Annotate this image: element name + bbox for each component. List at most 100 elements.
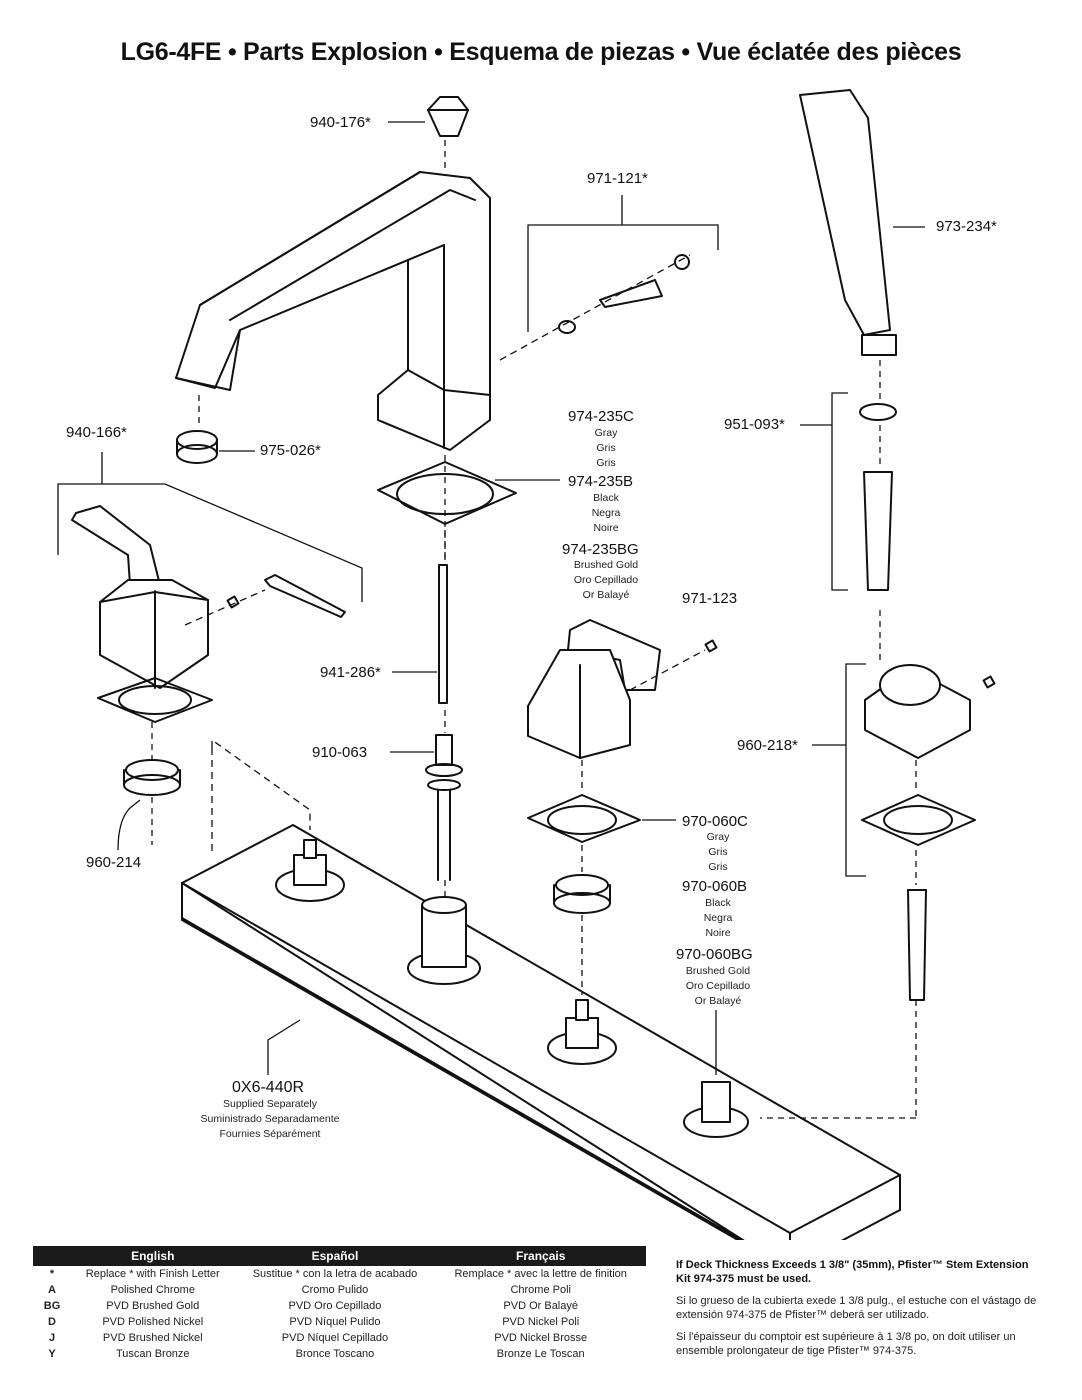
part-label-974-235B: 974-235B [568, 473, 634, 490]
right-bonnet-nut-icon [553, 874, 611, 914]
note-spanish: Si lo grueso de la cubierta exede 1 3/8 … [676, 1295, 1037, 1321]
part-label-970-060B-finish: Black Negra Noire [680, 896, 756, 941]
finish-french: Chrome Poli [510, 1284, 571, 1296]
finish-spanish: Bronce Toscano [295, 1348, 375, 1360]
finish-en: Brushed Gold [685, 965, 751, 977]
finish-en: Brushed Gold [573, 559, 639, 571]
finish-english: Replace * with Finish Letter [85, 1268, 220, 1280]
o-ring-icon [859, 403, 897, 421]
part-label-970-060BG-finish: Brushed Gold Oro Cepillado Or Balayé [668, 964, 768, 1009]
finish-code: A [48, 1284, 56, 1296]
table-row: A Polished Chrome Cromo Pulido Chrome Po… [33, 1282, 646, 1298]
table-row: J PVD Brushed Nickel PVD Níquel Cepillad… [33, 1330, 646, 1346]
left-handle-icon [71, 505, 209, 689]
left-valve-icon [275, 839, 345, 902]
finish-spanish: PVD Níquel Cepillado [281, 1332, 389, 1344]
finish-french: Bronze Le Toscan [496, 1348, 585, 1360]
finish-legend-table: English Español Français * Replace * wit… [33, 1246, 646, 1362]
part-label-941-286: 941-286* [320, 664, 381, 681]
finish-spanish: Cromo Pulido [301, 1284, 369, 1296]
part-label-951-093: 951-093* [724, 416, 785, 433]
finish-en: Black [593, 492, 619, 504]
part-label-0X6-440R-note: Supplied Separately Suministrado Separad… [180, 1097, 360, 1142]
finish-fr: Or Balayé [694, 995, 742, 1007]
finish-spanish: PVD Níquel Pulido [289, 1316, 381, 1328]
handshower-shank-icon [907, 889, 927, 1001]
center-valve-icon [407, 896, 481, 985]
finish-es: Gris [596, 442, 616, 454]
part-label-971-123: 971-123 [682, 590, 738, 607]
parts-explosion-diagram [57, 89, 996, 1240]
table-row: BG PVD Brushed Gold PVD Oro Cepillado PV… [33, 1298, 646, 1314]
note-english: If Deck Thickness Exceeds 1 3/8" (35mm),… [676, 1259, 1029, 1285]
finish-french: Remplace * avec la lettre de finition [454, 1268, 627, 1280]
table-row: * Replace * with Finish Letter Sustitue … [33, 1266, 646, 1282]
part-label-910-063: 910-063 [312, 744, 368, 761]
finish-english: Tuscan Bronze [115, 1348, 190, 1360]
handshower-valve-icon [683, 1081, 749, 1138]
finish-spanish: Sustitue * con la letra de acabado [252, 1268, 418, 1280]
stem-rod-icon [438, 564, 448, 704]
part-label-974-235B-finish: Black Negra Noire [566, 491, 646, 536]
right-flange-gasket-icon [527, 794, 641, 843]
finish-en: Gray [594, 427, 618, 439]
finish-english: Polished Chrome [110, 1284, 195, 1296]
legend-header-english: English [71, 1246, 235, 1266]
finish-fr: Noire [705, 927, 731, 939]
table-row: D PVD Polished Nickel PVD Níquel Pulido … [33, 1314, 646, 1330]
finish-es: Gris [708, 846, 728, 858]
left-allen-wrench-icon [226, 574, 346, 618]
deck-plate [181, 824, 901, 1240]
finish-fr: Gris [708, 861, 728, 873]
part-label-0X6-440R: 0X6-440R [232, 1079, 305, 1096]
part-label-970-060C: 970-060C [682, 813, 748, 830]
finish-fr: Gris [596, 457, 616, 469]
diverter-valve-icon [425, 734, 463, 881]
finish-french: PVD Or Balayé [503, 1300, 578, 1312]
left-bonnet-nut-icon [123, 759, 181, 796]
finish-es: Oro Cepillado [573, 574, 639, 586]
right-handle-icon [527, 619, 718, 759]
finish-es: Oro Cepillado [685, 980, 751, 992]
finish-es: Negra [703, 912, 733, 924]
finish-en: Gray [706, 831, 730, 843]
note-es: Suministrado Separadamente [200, 1113, 340, 1125]
finish-english: PVD Brushed Gold [106, 1300, 200, 1312]
handshower-gasket-icon [861, 794, 976, 846]
finish-code: * [49, 1268, 55, 1280]
finish-english: PVD Polished Nickel [102, 1316, 204, 1328]
aerator-icon [176, 430, 218, 464]
finish-es: Negra [591, 507, 621, 519]
legend-header-row: English Español Français [33, 1246, 646, 1266]
left-flange-gasket-icon [97, 677, 213, 723]
spout-gasket-icon [377, 461, 517, 525]
page-title: LG6-4FE • Parts Explosion • Esquema de p… [120, 38, 962, 66]
note-fr: Fournies Séparément [219, 1128, 321, 1140]
finish-code: D [48, 1316, 56, 1328]
part-label-974-235C: 974-235C [568, 408, 634, 425]
finish-french: PVD Nickel Poli [502, 1316, 580, 1328]
finish-code: BG [43, 1300, 61, 1312]
part-label-971-121: 971-121* [587, 170, 648, 187]
note-french: Si l'épaisseur du comptoir est supérieur… [676, 1331, 1016, 1357]
finish-french: PVD Nickel Brosse [494, 1332, 588, 1344]
part-label-970-060C-finish: Gray Gris Gris [680, 830, 756, 875]
spout-cap-icon [427, 96, 469, 137]
legend-header-french: Français [435, 1246, 646, 1266]
spout-icon [175, 171, 491, 451]
note-en: Supplied Separately [223, 1098, 317, 1110]
hose-connector-icon [863, 471, 893, 591]
legend-header-spanish: Español [234, 1246, 436, 1266]
part-label-970-060BG: 970-060BG [676, 946, 753, 963]
deck-thickness-note: If Deck Thickness Exceeds 1 3/8" (35mm),… [676, 1258, 1046, 1366]
part-label-975-026: 975-026* [260, 442, 321, 459]
right-valve-icon [547, 999, 617, 1065]
finish-english: PVD Brushed Nickel [102, 1332, 203, 1344]
finish-en: Black [705, 897, 731, 909]
finish-code: J [48, 1332, 56, 1344]
finish-fr: Or Balayé [582, 589, 630, 601]
part-label-974-235BG-finish: Brushed Gold Oro Cepillado Or Balayé [556, 558, 656, 603]
handshower-base-icon [864, 664, 996, 759]
part-label-974-235BG: 974-235BG [562, 541, 639, 558]
part-label-940-176: 940-176* [310, 114, 371, 131]
